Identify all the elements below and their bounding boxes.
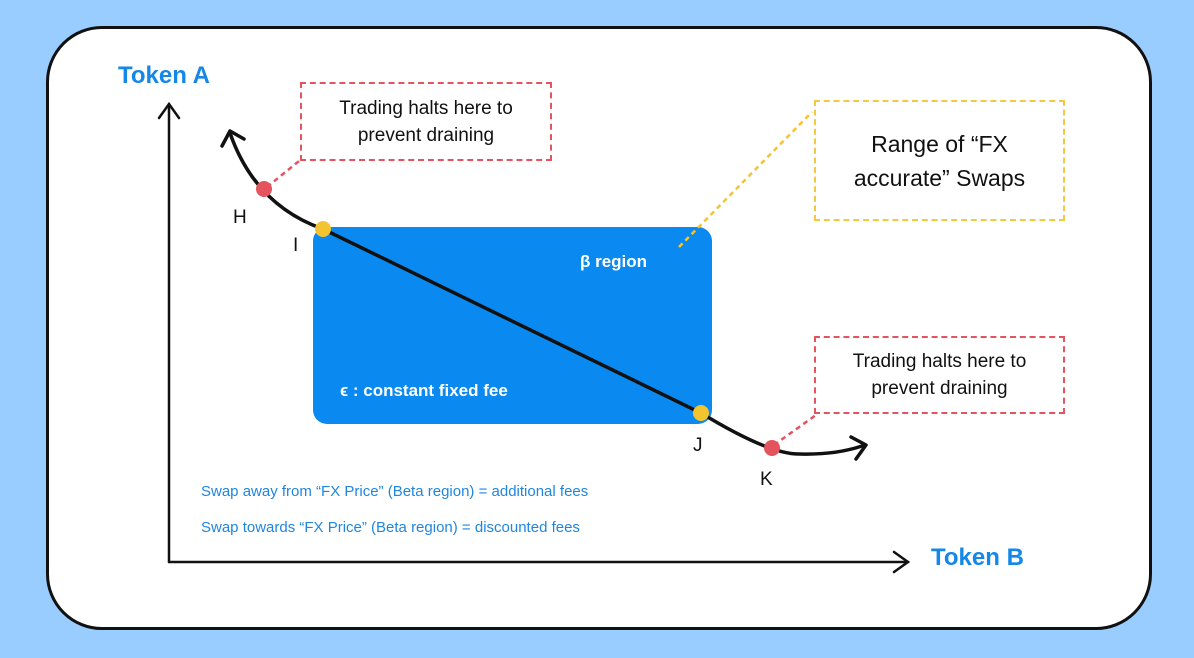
curve-arrow-upper: [220, 129, 246, 148]
point-i-label: I: [293, 235, 299, 256]
leader-line-fx-range: [678, 111, 813, 248]
halt-note-lower: Trading halts here to prevent draining: [814, 336, 1065, 414]
beta-region-label: β region: [580, 252, 648, 271]
halt-note-upper-text: Trading halts here to prevent draining: [339, 97, 513, 146]
point-j-marker: [693, 405, 709, 421]
point-h-marker: [256, 181, 272, 197]
leader-line-lower-halt: [773, 413, 817, 447]
fx-range-note-text: Range of “FX accurate” Swaps: [853, 130, 1026, 191]
fee-note-towards: Swap towards “FX Price” (Beta region) = …: [201, 519, 580, 536]
point-i-marker: [315, 221, 331, 237]
point-h-label: H: [233, 207, 247, 228]
leader-line-upper-halt: [266, 156, 305, 188]
x-axis: [167, 550, 911, 574]
halt-note-lower-text: Trading halts here to prevent draining: [852, 351, 1027, 399]
point-k-marker: [764, 440, 780, 456]
beta-region: [313, 227, 712, 424]
fee-note-away: Swap away from “FX Price” (Beta region) …: [201, 483, 589, 500]
epsilon-fee-label: ϵ : constant fixed fee: [340, 381, 508, 400]
fx-range-note: Range of “FX accurate” Swaps: [814, 100, 1065, 221]
point-k-label: K: [760, 469, 773, 490]
curve-arrow-lower: [849, 435, 868, 461]
y-axis: [157, 101, 181, 564]
halt-note-upper: Trading halts here to prevent draining: [300, 82, 552, 161]
y-axis-title: Token A: [118, 62, 211, 89]
point-j-label: J: [693, 435, 703, 456]
x-axis-title: Token B: [931, 544, 1024, 571]
